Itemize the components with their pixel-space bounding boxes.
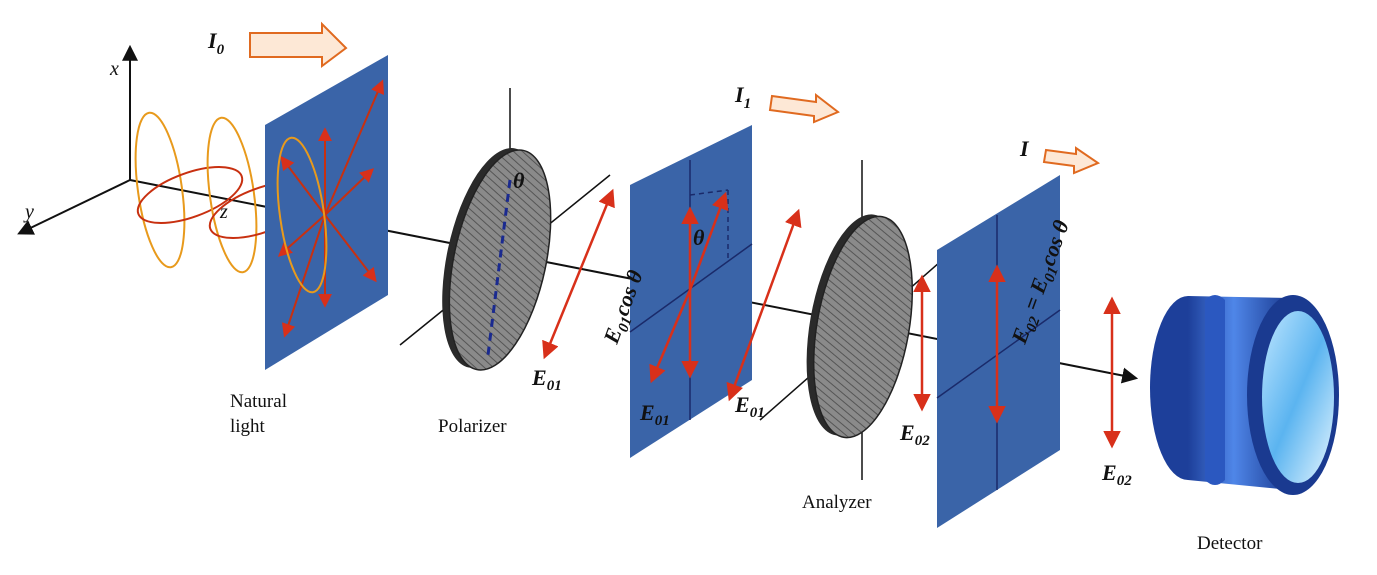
analyzer-label: Analyzer <box>802 492 872 513</box>
e02-label-1: E02 <box>899 420 930 449</box>
e01-arrow-2: E01 <box>726 208 802 421</box>
e02-label-2: E02 <box>1101 460 1132 489</box>
i0-label: I0 <box>207 28 225 58</box>
i-label: I <box>1019 136 1030 161</box>
theta-middle-panel: θ <box>693 225 705 250</box>
polarizer-label: Polarizer <box>438 416 507 437</box>
detector-label: Detector <box>1197 533 1263 554</box>
i1-label: I1 <box>734 82 751 112</box>
e01-label-2: E01 <box>639 400 670 429</box>
output-panel <box>937 175 1060 528</box>
e01-label-1: E01 <box>531 365 562 394</box>
natural-light-label-line1: Natural <box>230 391 287 412</box>
intensity-arrow-i1: I1 <box>734 82 840 124</box>
coordinate-axes: x y z <box>17 44 228 235</box>
y-axis-label: y <box>23 201 34 223</box>
e02-arrow-2: E02 <box>1101 296 1132 489</box>
x-axis-label: x <box>109 58 119 80</box>
analyzer-disc <box>759 160 966 480</box>
z-axis-label: z <box>219 201 228 223</box>
intensity-arrow-i: I <box>1019 136 1101 175</box>
theta-polarizer: θ <box>513 168 525 193</box>
e02-arrow-1: E02 <box>899 274 931 449</box>
e01-label-3: E01 <box>734 392 765 421</box>
e01-arrow-1: E01 <box>531 188 615 394</box>
natural-light-label-line2: light <box>230 416 266 437</box>
detector <box>1150 295 1339 495</box>
intensity-arrow-i0: I0 <box>207 21 348 68</box>
polarizer-disc: θ <box>399 88 611 371</box>
